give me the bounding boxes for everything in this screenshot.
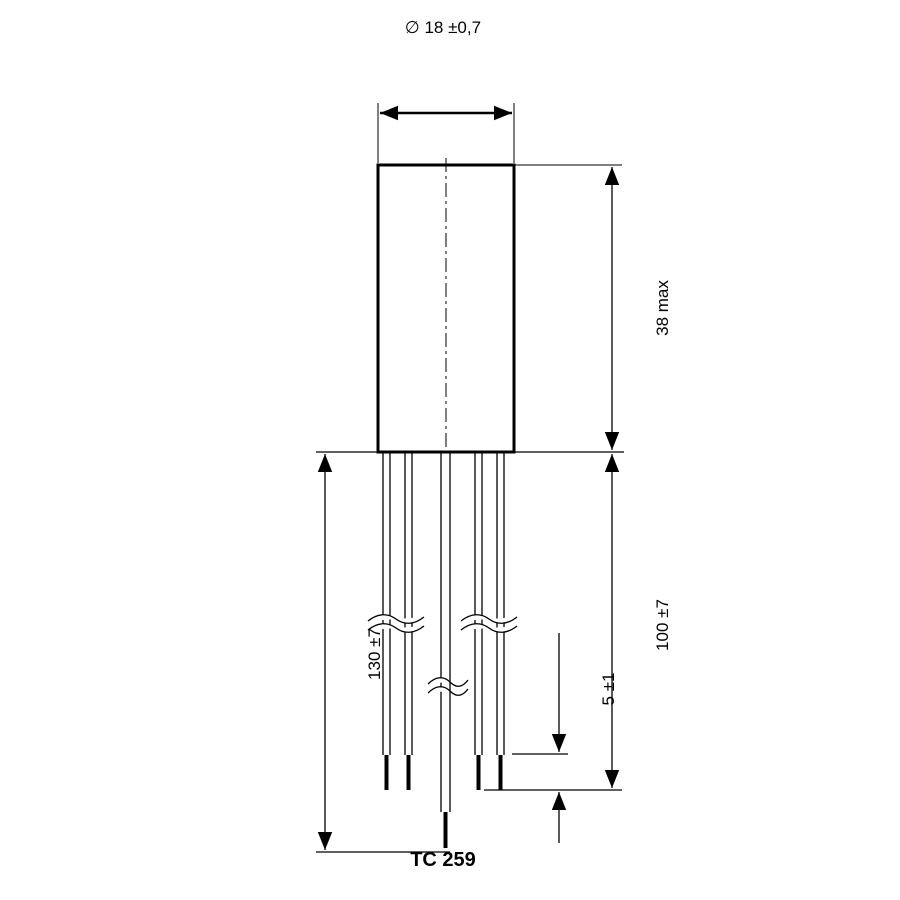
lead-break-marks <box>367 614 518 696</box>
diameter-label: ∅ 18 ±0,7 <box>405 18 481 37</box>
diameter-dimension <box>377 103 515 163</box>
tip-label: 5 ±1 <box>599 673 618 706</box>
short-lead-dimension <box>484 454 622 791</box>
tip-dimension <box>512 633 568 843</box>
part-number-caption: TC 259 <box>410 849 476 871</box>
lead-wires <box>382 452 505 848</box>
short-lead-label: 100 ±7 <box>653 599 672 651</box>
component-body <box>376 158 516 454</box>
height-label: 38 max <box>653 280 672 336</box>
long-lead-label: 130 ±7 <box>365 628 384 680</box>
long-lead-dimension <box>316 454 450 853</box>
height-dimension <box>514 164 622 450</box>
